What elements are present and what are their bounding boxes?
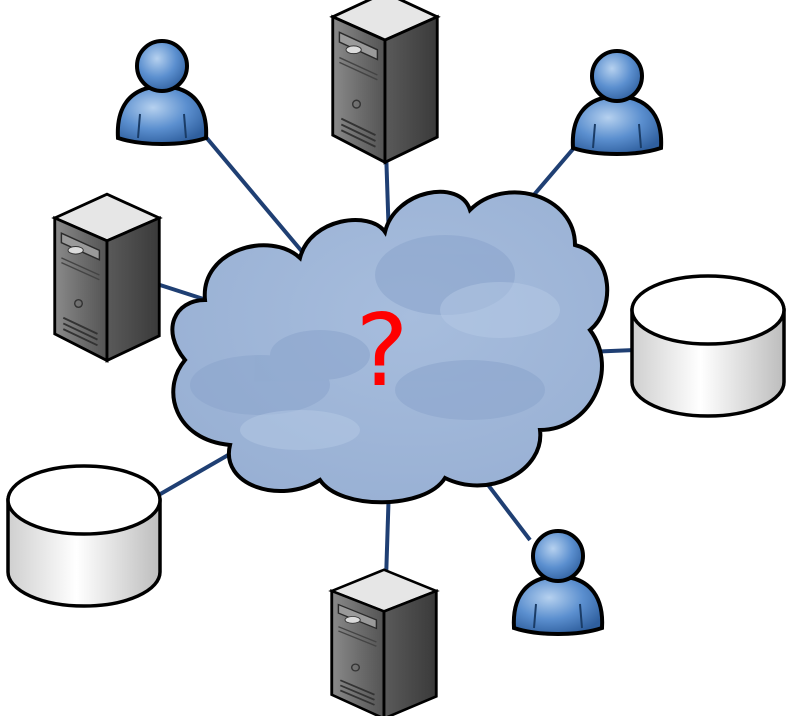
user-top-right-icon xyxy=(570,49,664,156)
user-bottom-right-icon xyxy=(511,529,605,636)
cloud-icon: ? xyxy=(170,189,610,505)
database-bottom-left-icon xyxy=(6,464,162,608)
server-left-icon xyxy=(53,192,161,362)
server-bottom-icon xyxy=(330,568,438,716)
cloud-label: ? xyxy=(355,292,408,409)
database-right-icon xyxy=(630,274,786,418)
server-top-icon xyxy=(331,0,439,164)
user-top-left-icon xyxy=(115,39,209,146)
